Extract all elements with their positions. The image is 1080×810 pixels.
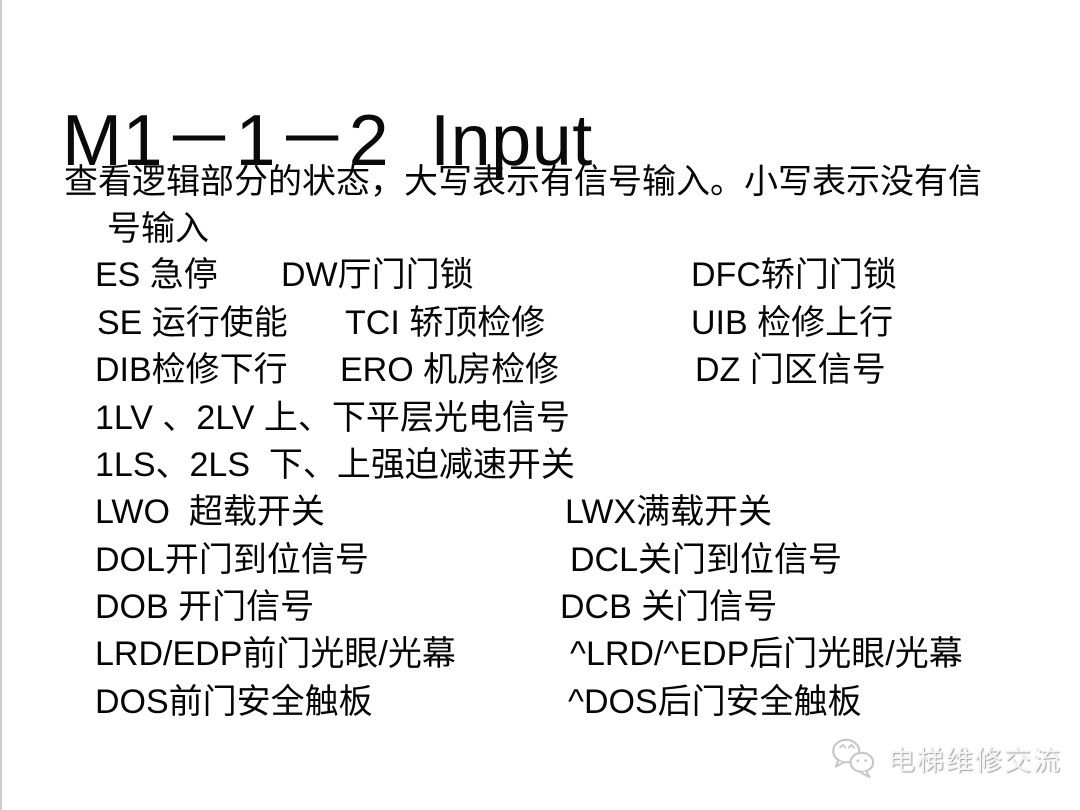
signal-row-se-tci-uib: SE 运行使能 TCI 轿顶检修 UIB 检修上行: [0, 303, 1080, 345]
signal-item: DIB检修下行: [95, 351, 288, 389]
signal-item: ^DOS后门安全触板: [568, 683, 862, 721]
signal-row-dib-ero-dz: DIB检修下行 ERO 机房检修 DZ 门区信号: [0, 350, 1080, 392]
intro-line-1: 查看逻辑部分的状态，大写表示有信号输入。小写表示没有信: [64, 163, 982, 201]
signal-item: 1LV 、2LV 上、下平层光电信号: [95, 399, 570, 437]
intro-line-2: 号输入: [107, 210, 209, 248]
signal-item: DOB 开门信号: [95, 588, 315, 626]
signal-item: 1LS、2LS 下、上强迫减速开关: [95, 446, 575, 484]
signal-item: LWO 超载开关: [95, 493, 325, 531]
signal-row-dos: DOS前门安全触板 ^DOS后门安全触板: [0, 682, 1080, 724]
watermark: 电梯维修交流: [828, 736, 1062, 780]
signal-item: UIB 检修上行: [691, 304, 894, 342]
signal-row-lwo-lwx: LWO 超载开关 LWX满载开关: [0, 492, 1080, 534]
left-edge-line: [0, 0, 2, 810]
signal-row-1ls-2ls: 1LS、2LS 下、上强迫减速开关: [0, 445, 1080, 487]
signal-item: TCI 轿顶检修: [345, 304, 546, 342]
signal-item: DCL关门到位信号: [570, 541, 843, 579]
signal-row-es-dw-dfc: ES 急停 DW厅门门锁 DFC轿门门锁: [0, 255, 1080, 297]
signal-item: SE 运行使能: [97, 304, 288, 342]
signal-item: ES 急停: [95, 256, 218, 294]
watermark-label: 电梯维修交流: [888, 745, 1062, 776]
wechat-chat-bubbles-icon: [828, 736, 880, 780]
signal-item: LWX满载开关: [565, 493, 773, 531]
signal-item: DW厅门门锁: [281, 256, 474, 294]
signal-row-lrd-edp: LRD/EDP前门光眼/光幕 ^LRD/^EDP后门光眼/光幕: [0, 634, 1080, 676]
signal-item: DOL开门到位信号: [95, 541, 369, 579]
signal-item: LRD/EDP前门光眼/光幕: [95, 635, 456, 673]
signal-row-1lv-2lv: 1LV 、2LV 上、下平层光电信号: [0, 398, 1080, 440]
signal-item: DOS前门安全触板: [95, 683, 373, 721]
slide-title: M1－1－2 Input: [62, 101, 593, 182]
signal-row-dob-dcb: DOB 开门信号 DCB 关门信号: [0, 587, 1080, 629]
signal-item: DCB 关门信号: [560, 588, 778, 626]
signal-item: DZ 门区信号: [695, 351, 886, 389]
signal-item: DFC轿门门锁: [691, 256, 897, 294]
signal-item: ^LRD/^EDP后门光眼/光幕: [570, 635, 963, 673]
signal-item: ERO 机房检修: [340, 351, 560, 389]
signal-row-dol-dcl: DOL开门到位信号 DCL关门到位信号: [0, 540, 1080, 582]
